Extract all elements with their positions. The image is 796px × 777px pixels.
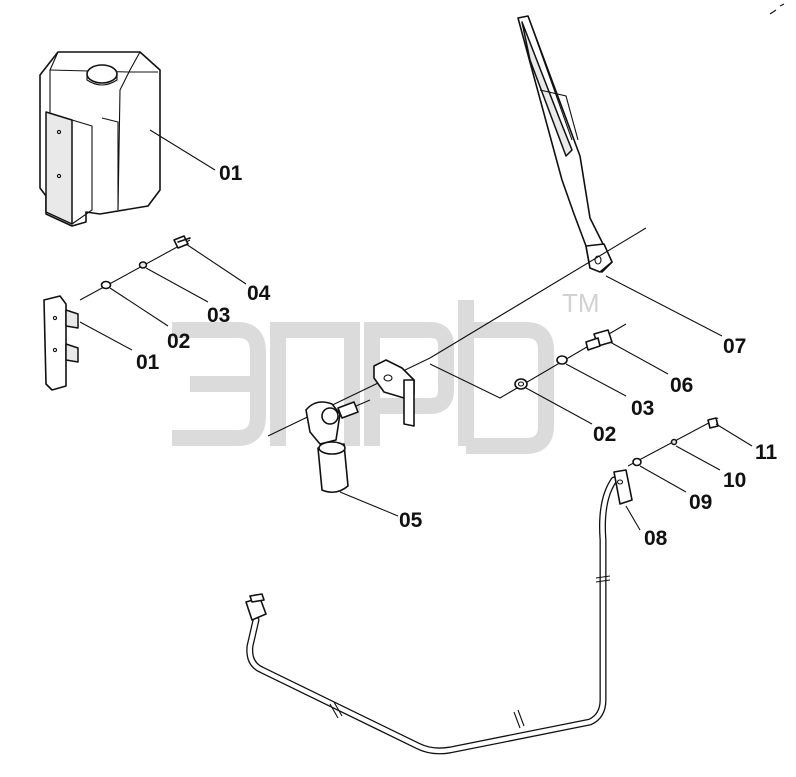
washer-tank [39,51,161,227]
callout-11: 11 [755,441,778,464]
callout-09: 09 [689,491,712,514]
leader-08 [625,505,641,531]
washer-09 [632,457,642,467]
watermark-letter-2 [270,322,360,446]
bolt-11 [707,417,719,429]
callout-03-right: 03 [631,397,654,420]
leader-02-left [109,287,169,327]
motor-mount-plate [373,359,415,427]
leader-03-left [145,267,209,303]
fastener-axis-right [429,323,627,399]
watermark-trademark: TM [562,288,600,318]
bolt-04-left [173,235,191,249]
callout-07: 07 [723,335,746,358]
wiper-arm [517,15,613,273]
leader-04 [185,243,247,285]
leader-11 [715,423,753,447]
bracket-fastener-axis [79,239,191,301]
leader-06 [609,341,669,375]
callout-05: 05 [399,509,423,532]
washer-02-right [514,378,528,390]
leader-09 [639,465,687,493]
callout-10: 10 [723,469,746,492]
wiper-motor [305,399,371,494]
watermark-letter-1 [172,322,266,446]
leader-05 [339,491,399,517]
callout-02-left: 02 [167,330,190,353]
watermark-letter-3 [364,322,454,446]
corner-mark [769,3,785,15]
mounting-bracket [43,295,79,391]
nut-10 [670,438,678,446]
callout-02-right: 02 [593,423,616,446]
callout-03-left: 03 [207,304,230,327]
leader-01-top [149,129,216,171]
leader-10 [675,445,721,471]
callout-04: 04 [247,282,271,305]
leader-01-bracket [79,321,133,351]
callout-06: 06 [670,374,693,397]
leader-07 [605,275,723,337]
watermark-letter-4 [458,300,554,454]
watermark-logo: TM [172,288,600,454]
nut-03-right [556,355,568,365]
leader-03-right [565,363,627,397]
callout-01-bracket: 01 [136,351,160,374]
washer-02-left [100,280,112,290]
callout-01-top: 01 [219,162,243,185]
callout-08: 08 [644,527,668,550]
leader-02-right [525,387,593,425]
bolt-06 [585,329,613,351]
washer-hose [245,469,633,755]
nut-03-left [138,261,148,269]
